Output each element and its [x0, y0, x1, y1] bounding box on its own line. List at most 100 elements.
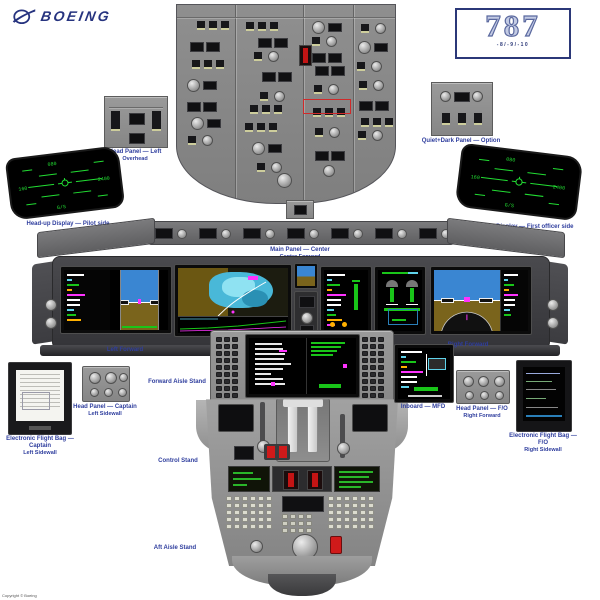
standby-engine-window	[234, 446, 254, 460]
key-icon	[242, 503, 248, 508]
indicator-window	[312, 52, 327, 63]
key-icon	[242, 496, 248, 501]
key-icon	[224, 351, 230, 356]
indicator-window	[267, 144, 282, 154]
key-icon	[266, 496, 272, 501]
switch-icon	[259, 91, 268, 101]
mcp-knob	[265, 229, 275, 239]
chk-line	[310, 350, 337, 352]
key-icon	[226, 517, 232, 522]
indicator-window	[374, 101, 389, 112]
key-icon	[282, 521, 288, 526]
knob-icon	[371, 61, 383, 72]
key-icon	[232, 372, 238, 377]
indicator-window	[258, 38, 273, 49]
display-tag	[327, 319, 343, 321]
key-icon	[232, 386, 238, 391]
display-tag	[327, 284, 341, 286]
key-icon	[362, 344, 368, 349]
switch-icon	[262, 105, 271, 115]
display-tag	[327, 304, 341, 306]
mfd-vline	[426, 354, 427, 376]
display-tag	[67, 304, 80, 306]
key-icon	[362, 379, 368, 384]
pfd-side-pane	[499, 270, 528, 331]
switch-icon	[270, 22, 279, 32]
knob-icon	[323, 165, 335, 177]
alternate-gear-switch	[330, 536, 342, 554]
key-icon	[216, 372, 222, 377]
key-icon	[370, 365, 376, 370]
eicas-top-text	[382, 272, 408, 274]
key-icon	[242, 517, 248, 522]
key-icon	[362, 393, 368, 398]
gauge-bar	[410, 288, 414, 302]
fire-slot	[299, 45, 312, 66]
mcp-knob	[309, 229, 319, 239]
switch-icon	[357, 130, 366, 140]
mfd-green-bar	[414, 387, 438, 391]
svg-text:G/S: G/S	[504, 202, 514, 209]
amber-dot	[342, 322, 347, 327]
display-tag	[503, 299, 515, 301]
knob-icon	[201, 134, 213, 146]
svg-text:160: 160	[470, 174, 480, 181]
quiet-dark-panel	[431, 82, 493, 136]
display-tag	[327, 309, 335, 311]
display-tag	[503, 284, 515, 286]
key-icon	[224, 372, 230, 377]
caption-fwd-aisle: Forward Aisle Stand	[148, 379, 206, 385]
radio-tuning-panel	[334, 466, 380, 492]
cdu-line	[255, 368, 283, 370]
mcp-window	[419, 228, 437, 239]
caption-inboard-mfd: Inboard — MFD	[400, 404, 446, 410]
key-icon	[232, 337, 238, 342]
display-tag	[401, 386, 409, 388]
chk-line	[310, 342, 345, 344]
key-icon	[250, 503, 256, 508]
key-icon	[250, 510, 256, 515]
knob-icon	[373, 80, 385, 92]
cdu-line	[255, 358, 285, 360]
display-left-outboard	[60, 266, 172, 334]
key-icon	[298, 521, 304, 526]
key-icon	[224, 379, 230, 384]
caption-aft-aisle: Aft Aisle Stand	[153, 545, 197, 551]
key-icon	[216, 379, 222, 384]
key-icon	[306, 514, 312, 519]
boeing-swoosh-icon	[12, 9, 36, 25]
knob-icon	[328, 127, 340, 139]
key-icon	[370, 386, 376, 391]
key-icon	[336, 517, 342, 522]
display-right-pfd	[430, 266, 532, 335]
knob-icon	[186, 78, 200, 92]
cdu-line	[255, 373, 272, 375]
key-icon	[362, 351, 368, 356]
display-tag	[503, 289, 509, 291]
key-icon	[232, 379, 238, 384]
knob-icon	[311, 20, 325, 34]
eicas-tat	[408, 272, 418, 274]
key-icon	[378, 344, 384, 349]
gauge-cap	[406, 280, 418, 287]
switch-icon	[258, 22, 267, 32]
switch-icon	[220, 21, 229, 31]
svg-text:2400: 2400	[98, 176, 111, 183]
key-icon	[328, 510, 334, 515]
key-icon	[344, 496, 350, 501]
checklist-page	[305, 338, 356, 394]
chk-line	[310, 346, 341, 348]
fuel-control-switches	[264, 444, 290, 460]
display-tag	[401, 371, 424, 373]
key-icon	[328, 524, 334, 529]
key-icon	[360, 524, 366, 529]
key-icon	[266, 503, 272, 508]
key-icon	[258, 524, 264, 529]
key-icon	[336, 496, 342, 501]
mcp-window	[199, 228, 217, 239]
switch-icon	[187, 135, 196, 145]
